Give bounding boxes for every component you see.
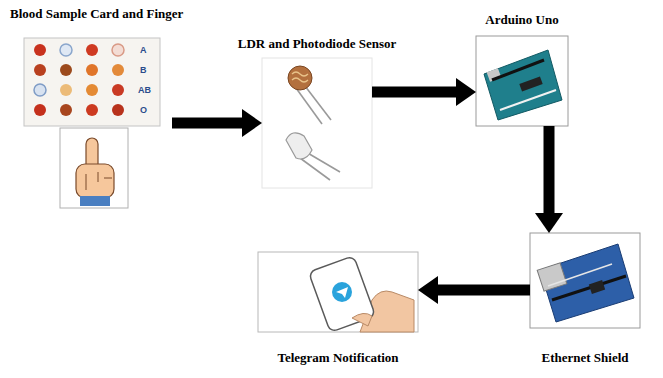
ethernet-picture-part [589,280,605,294]
sensor-picture-part [296,88,322,124]
arrow-head [418,276,438,304]
ethernet-picture [530,233,640,328]
blood-card-part [34,104,46,116]
sensor-picture-part [286,133,312,159]
blood-card-part [60,44,72,56]
flow-arrow [172,109,262,137]
flow-arrow [372,78,476,106]
blood-card-part [112,64,124,76]
blood-type-label: B [140,65,147,76]
sensor-picture-part [262,58,372,188]
blood-card-part [86,44,98,56]
flow-arrow [418,276,530,304]
blood-card-part [60,84,72,96]
blood-card-part [24,38,160,126]
blood-card-part [86,84,98,96]
blood-card-part [34,64,46,76]
image-box: Arduino Uno [476,36,568,126]
sensor-picture-part [305,86,331,120]
arduino-picture-part [476,36,568,126]
node-heading: LDR and Photodiode Sensor [238,36,397,51]
blood-card-part [86,64,98,76]
arrow-shaft [436,285,530,296]
arduino-picture-part [492,60,544,80]
sensor-picture-part [300,158,330,180]
node-heading: Telegram Notification [277,350,398,365]
blood-type-label: A [140,45,147,56]
finger-picture-part [76,164,114,198]
blood-type-label: O [140,105,147,116]
image-box: Ethernet Shield [530,233,640,328]
arrow-head [535,213,563,233]
blood-card-part [86,104,98,116]
image-box: Telegram Notification [258,252,418,332]
finger-picture-part [86,172,112,190]
sensor-picture-part [306,152,340,172]
arduino-picture-part [500,90,556,110]
image-box: Blood Sample Card and Finger [22,38,172,208]
blood-card-part [112,104,124,116]
telegram-picture-part [258,252,418,332]
sensor-picture-part [288,66,312,90]
arrow-shaft [172,118,244,129]
blood-card-part [34,84,46,96]
ethernet-picture-part [552,276,626,300]
telegram-picture-part [332,282,352,302]
arduino-picture-part [484,50,562,120]
sensor-picture [262,58,372,188]
arrow-head [456,78,476,106]
blood-card-part [112,84,124,96]
telegram-picture [258,252,418,332]
ethernet-picture-part [530,233,640,328]
finger-picture [60,128,128,208]
telegram-picture-part [336,287,348,298]
node-heading: Blood Sample Card and Finger [10,6,183,21]
blood-card-part [34,44,46,56]
arduino-picture-part [519,76,542,91]
arrow-head [242,109,262,137]
image-box: LDR and Photodiode Sensor [262,58,372,188]
finger-picture-part [80,196,110,206]
blood-card-part [60,104,72,116]
node-heading: Ethernet Shield [541,350,628,365]
finger-picture-part [60,128,128,208]
ethernet-picture-part [537,263,567,291]
blood-card [24,38,160,126]
node-heading: Arduino Uno [485,12,558,27]
blood-card-part [112,44,124,56]
blood-type-label: AB [138,85,151,96]
blood-card-part [60,64,72,76]
arduino-picture [476,36,568,126]
telegram-picture-part [309,256,376,333]
telegram-picture-part [352,313,372,326]
arrow-shaft [372,87,458,98]
sensor-picture-part [292,72,308,82]
flow-arrow [535,126,563,233]
arrow-shaft [544,126,555,215]
